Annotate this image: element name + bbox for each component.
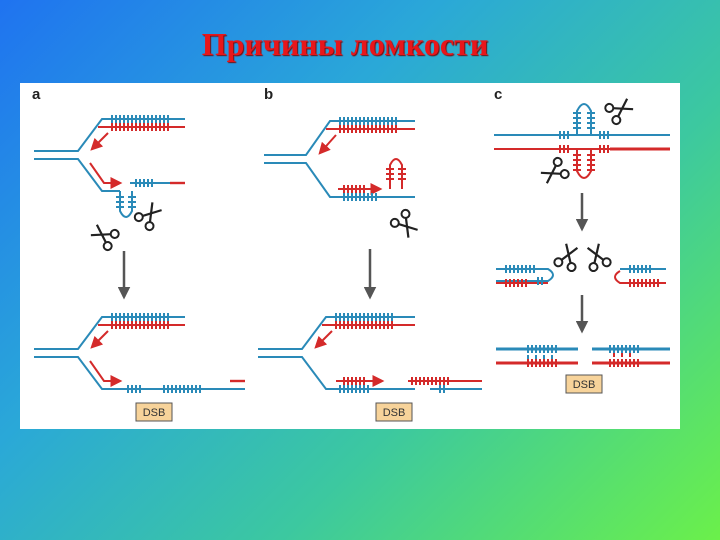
dsb-label: DSB <box>573 379 596 391</box>
panel-c-label: c <box>494 86 502 103</box>
scissors-icon <box>537 155 572 189</box>
panel-c-cruciform-top <box>494 93 670 189</box>
panel-b-label: b <box>264 86 273 103</box>
panel-c: c <box>494 86 670 394</box>
dsb-box <box>375 402 413 422</box>
scissors-icon <box>388 207 423 242</box>
dsb-box <box>135 402 173 422</box>
panel-c-broken-arms <box>496 240 666 287</box>
panel-b-replication-fork-top <box>264 117 423 242</box>
dsb-label: DSB <box>143 407 166 419</box>
panel-b: b <box>258 86 482 422</box>
slide-title: Причины ломкости <box>201 26 489 62</box>
panel-c-repaired-duplexes: DSB <box>496 345 670 394</box>
panel-a-replication-fork-bottom: DSB <box>34 313 245 422</box>
scissors-icon <box>132 198 167 233</box>
dna-fragility-figure: a <box>20 83 680 429</box>
figure-canvas: a <box>32 86 670 422</box>
scissors-icon <box>581 240 613 274</box>
panel-b-replication-fork-bottom: DSB <box>258 313 482 422</box>
panel-a: a <box>32 86 245 422</box>
scissors-icon <box>602 93 637 127</box>
scissors-icon <box>87 219 122 253</box>
panel-a-label: a <box>32 86 41 103</box>
scissors-icon <box>552 240 584 274</box>
panel-a-replication-fork-top <box>34 115 185 253</box>
dsb-label: DSB <box>383 407 406 419</box>
dsb-box <box>565 374 603 394</box>
